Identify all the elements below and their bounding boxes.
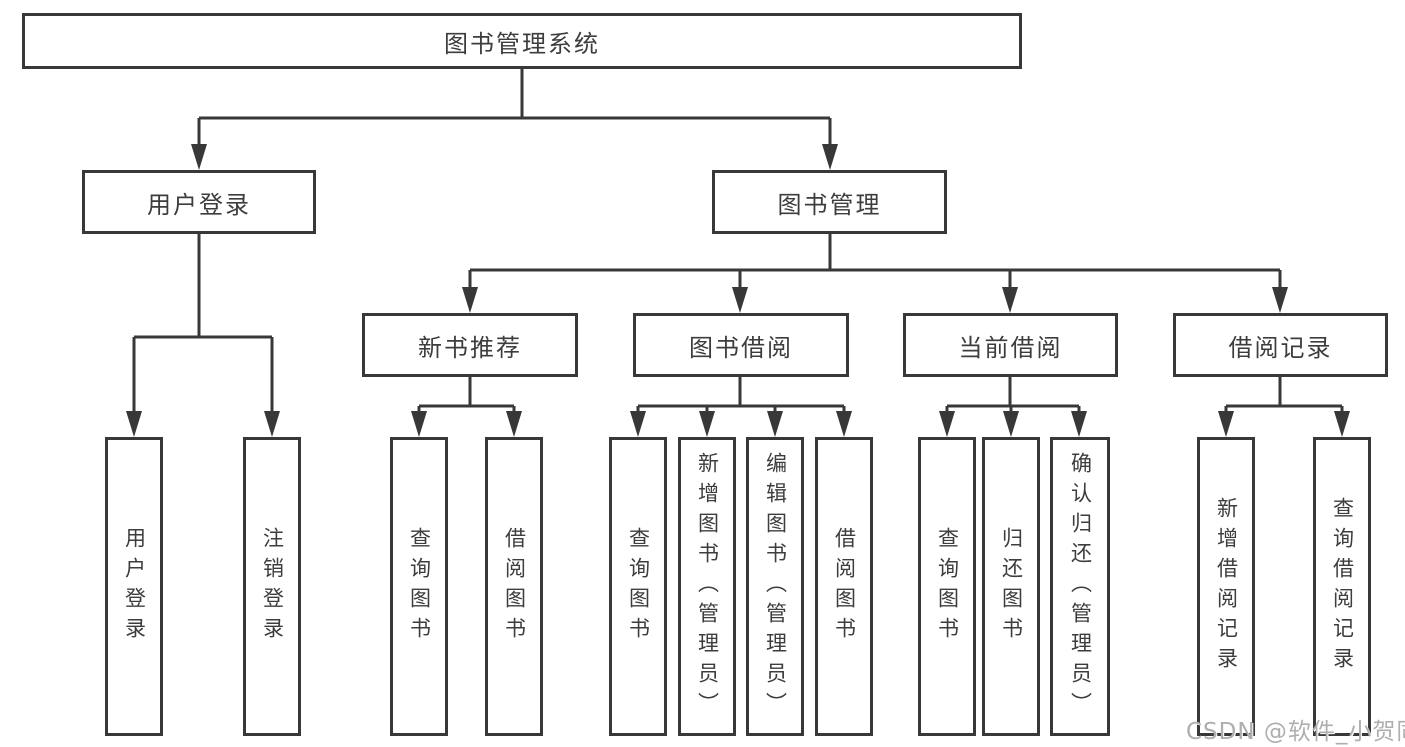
node-borrow-books-recommend: 借阅图书	[485, 437, 543, 736]
node-borrow-books-label: 借阅图书	[832, 526, 857, 647]
node-return-books-label: 归还图书	[999, 526, 1024, 647]
node-borrow-books-recommend-label: 借阅图书	[502, 526, 527, 647]
node-query-books-borrow: 查询图书	[609, 437, 667, 736]
node-root: 图书管理系统	[22, 13, 1022, 69]
node-user-login-leaf-label: 用户登录	[122, 526, 147, 647]
node-root-label: 图书管理系统	[444, 29, 600, 58]
node-borrow-records: 借阅记录	[1173, 313, 1388, 377]
node-return-books: 归还图书	[982, 437, 1040, 736]
node-add-book-admin-label: 新增图书（管理员）	[695, 451, 720, 722]
node-current-borrow: 当前借阅	[903, 313, 1118, 377]
node-add-book-admin: 新增图书（管理员）	[678, 437, 736, 736]
node-book-management: 图书管理	[712, 170, 947, 234]
node-query-books-borrow-label: 查询图书	[626, 526, 651, 647]
node-add-borrow-record-label: 新增借阅记录	[1214, 496, 1239, 677]
node-borrow-records-label: 借阅记录	[1228, 333, 1333, 362]
node-user-login: 用户登录	[82, 170, 316, 234]
node-query-books-recommend-label: 查询图书	[407, 526, 432, 647]
node-add-borrow-record: 新增借阅记录	[1197, 437, 1255, 736]
node-book-borrow: 图书借阅	[633, 313, 849, 377]
node-edit-book-admin: 编辑图书（管理员）	[746, 437, 804, 736]
node-new-book-recommend: 新书推荐	[362, 313, 578, 377]
node-logout: 注销登录	[243, 437, 301, 736]
node-confirm-return-admin-label: 确认归还（管理员）	[1068, 451, 1093, 722]
node-query-borrow-record: 查询借阅记录	[1313, 437, 1371, 736]
node-confirm-return-admin: 确认归还（管理员）	[1050, 437, 1110, 736]
node-book-management-label: 图书管理	[777, 190, 882, 219]
csdn-watermark: CSDN @软件_小贺同学	[1186, 719, 1405, 745]
node-edit-book-admin-label: 编辑图书（管理员）	[763, 451, 788, 722]
node-book-borrow-label: 图书借阅	[689, 333, 793, 362]
node-query-books-current-label: 查询图书	[935, 526, 960, 647]
node-query-books-recommend: 查询图书	[390, 437, 448, 736]
node-query-books-current: 查询图书	[918, 437, 976, 736]
node-new-book-recommend-label: 新书推荐	[418, 333, 522, 362]
arrowheads	[126, 144, 1350, 437]
node-borrow-books: 借阅图书	[815, 437, 873, 736]
node-user-login-leaf: 用户登录	[105, 437, 163, 736]
node-logout-label: 注销登录	[260, 526, 285, 647]
node-query-borrow-record-label: 查询借阅记录	[1330, 496, 1355, 677]
node-current-borrow-label: 当前借阅	[958, 333, 1063, 362]
node-user-login-label: 用户登录	[147, 190, 251, 219]
